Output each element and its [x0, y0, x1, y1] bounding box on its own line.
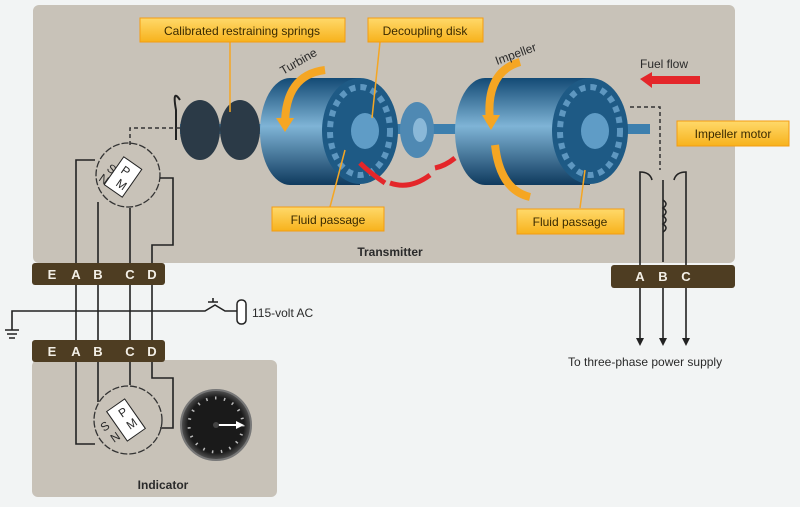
callout-decoupling: Decoupling disk [367, 17, 484, 43]
terminal-c: C [681, 269, 691, 284]
fluid-flow-arrow [358, 156, 457, 188]
spring-disk [220, 100, 260, 160]
power-supply-label: To three-phase power supply [568, 355, 722, 369]
ac-label: 115-volt AC [252, 306, 313, 320]
terminal-c: C [125, 344, 135, 359]
callout-text: Fluid passage [533, 215, 608, 229]
indicator-gauge [180, 389, 252, 461]
callout-text: Calibrated restraining springs [164, 24, 320, 38]
arrowhead-icon [482, 115, 500, 130]
spring-disk [180, 100, 220, 160]
turbine-rotor [260, 78, 398, 185]
decoupling-hub [413, 118, 427, 142]
callout-impeller-motor: Impeller motor [676, 120, 790, 147]
turbine-rotation-arrow [281, 66, 326, 126]
terminal-b: B [93, 267, 102, 282]
motor-coil [661, 199, 667, 233]
callout-springs: Calibrated restraining springs [139, 17, 346, 43]
arrowhead-icon [276, 118, 294, 132]
terminal-d: D [147, 267, 156, 282]
callout-text: Impeller motor [695, 127, 772, 141]
indicator-synchro: S N P M [93, 385, 163, 455]
motor-terminal-block: A B C [611, 265, 735, 288]
needle-tip-icon [236, 421, 244, 429]
fuel-flow-arrow [640, 72, 700, 88]
indicator-label: Indicator [138, 478, 189, 492]
transmitter-label: Transmitter [357, 245, 423, 259]
power-arrows [636, 338, 690, 346]
callout-leaders [229, 41, 586, 209]
impeller-rotation-arrow [485, 58, 532, 201]
callout-fluid-passage-left: Fluid passage [271, 206, 385, 232]
terminal-d: D [147, 344, 156, 359]
terminal-e: E [48, 344, 57, 359]
mechanical-link [129, 106, 661, 170]
terminal-e: E [48, 267, 57, 282]
transmitter-terminal-block: E A B C D [32, 263, 165, 285]
impeller-rotor [455, 78, 628, 185]
callout-text: Decoupling disk [383, 24, 469, 38]
terminal-b: B [93, 344, 102, 359]
terminal-a: A [71, 344, 81, 359]
terminal-a: A [71, 267, 81, 282]
terminal-c: C [125, 267, 135, 282]
indicator-terminal-block: E A B C D [32, 340, 165, 362]
wiring [11, 159, 687, 445]
terminal-b: B [658, 269, 667, 284]
ground-icon [5, 329, 19, 339]
callout-text: Fluid passage [291, 213, 366, 227]
callout-fluid-passage-right: Fluid passage [516, 208, 625, 235]
terminal-a: A [635, 269, 645, 284]
fuel-flow-label: Fuel flow [640, 57, 688, 71]
ac-plug-icon [236, 299, 247, 325]
spring-hook-icon [173, 94, 181, 140]
